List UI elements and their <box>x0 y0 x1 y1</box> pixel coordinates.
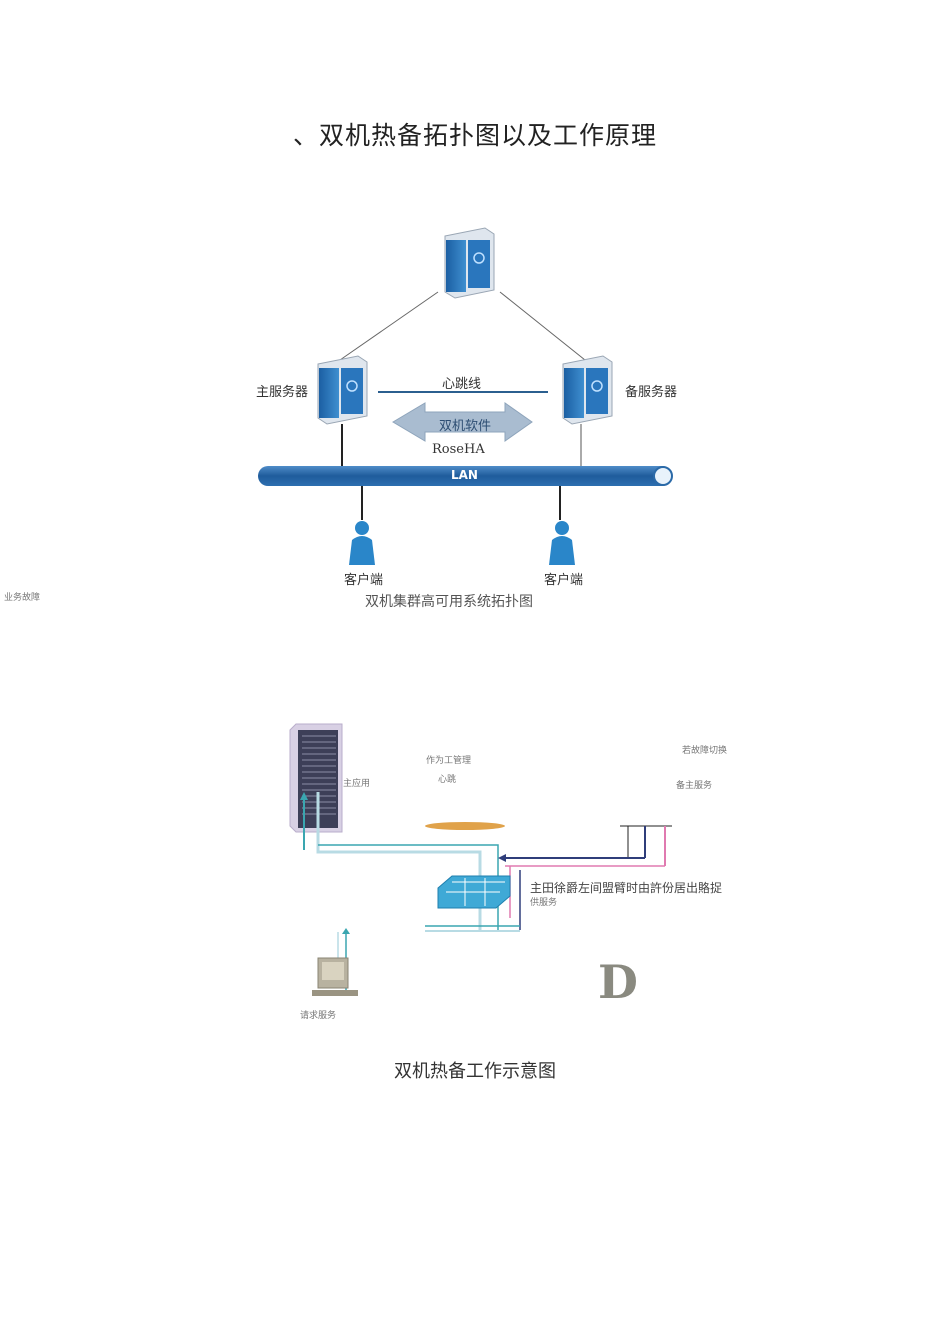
heartbeat-disc <box>425 822 505 830</box>
software-name: RoseHA <box>432 442 485 457</box>
status-text-sub: 供服务 <box>530 898 558 908</box>
software-label: 双机软件 <box>439 419 492 434</box>
page-title: 、双机热备拓扑图以及工作原理 <box>292 121 657 150</box>
backup-server-label: 备服务器 <box>625 385 678 400</box>
heartbeat-label: 心跳线 <box>442 377 482 392</box>
lan-label: LAN <box>451 468 478 482</box>
software-double-arrow <box>392 402 533 442</box>
primary-server-icon <box>317 355 368 425</box>
backup-server-icon <box>562 355 613 425</box>
switch-icon <box>437 875 511 909</box>
client-right-label: 客户端 <box>544 573 584 588</box>
diagram2-caption: 双机热备工作示意图 <box>394 1061 556 1082</box>
rack-server-icon <box>289 723 343 833</box>
client-left-icon <box>349 521 375 565</box>
top-right-text: 若故障切换 <box>682 746 728 756</box>
top-mid-text: 作为工管理 <box>426 756 472 766</box>
client-left-label: 客户端 <box>344 573 384 588</box>
top-server-icon <box>444 227 495 299</box>
left-margin-fragment: 业务故障 <box>4 593 41 603</box>
diagram1-caption: 双机集群高可用系统拓扑图 <box>365 594 533 610</box>
lan-bus <box>258 466 672 486</box>
status-text: 主田徐爵左间盟臂时由許份居出賂捉 <box>530 881 723 895</box>
client-right-icon <box>549 521 575 565</box>
left-server-text: 主应用 <box>343 779 371 789</box>
primary-server-label: 主服务器 <box>256 385 309 400</box>
client-text: 请求服务 <box>300 1011 337 1021</box>
top-mid-sub: 心跳 <box>438 775 457 785</box>
big-letter: D <box>598 955 638 1009</box>
client-pc-icon <box>312 928 358 996</box>
link-top-to-primary <box>339 291 439 361</box>
top-right-sub: 备主服务 <box>676 781 713 791</box>
link-top-to-backup <box>499 291 586 361</box>
